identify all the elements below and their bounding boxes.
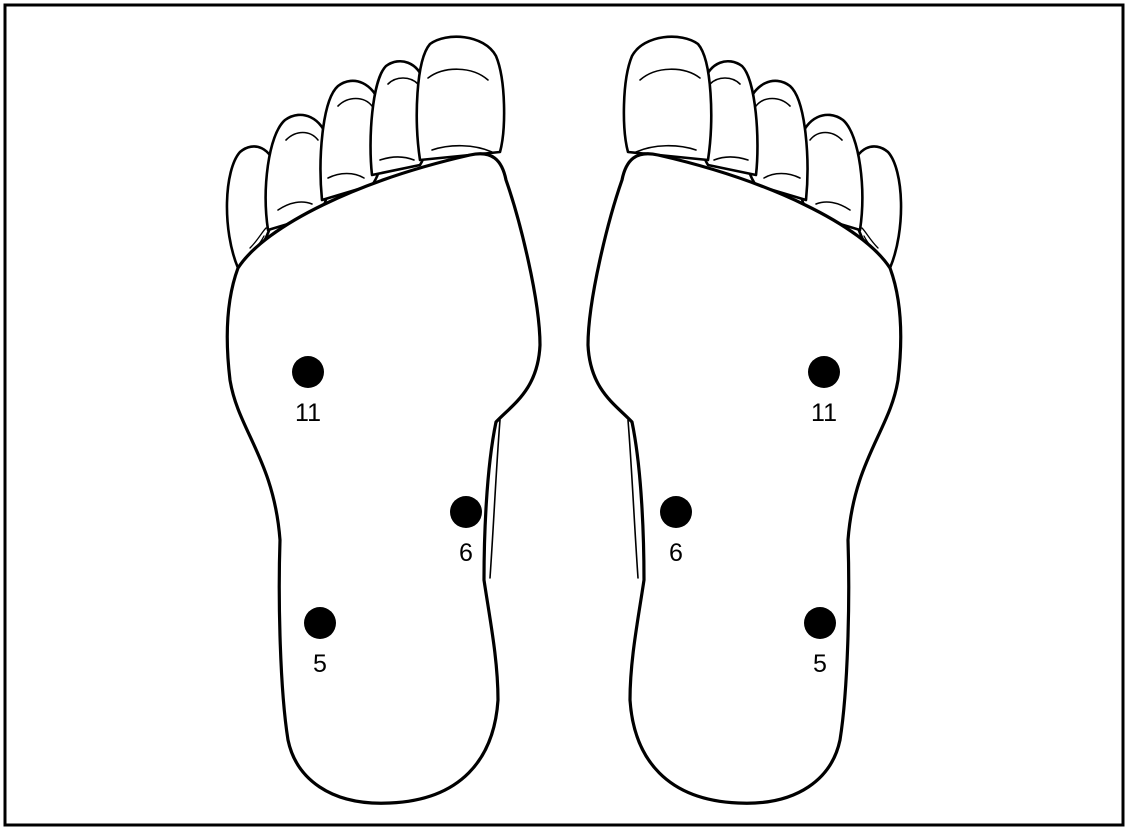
right-big-toe: [624, 37, 711, 160]
right-foot: [588, 37, 901, 804]
diagram-frame: [5, 5, 1123, 825]
right-point-5: [804, 607, 836, 639]
left-point-11-label: 11: [295, 399, 321, 427]
left-point-5: [304, 607, 336, 639]
left-sole: [227, 154, 540, 803]
right-point-6-label: 6: [669, 539, 683, 567]
right-point-6: [660, 496, 692, 528]
right-point-5-label: 5: [813, 650, 827, 678]
left-foot: 11 6 5: [227, 37, 540, 804]
left-point-6-label: 6: [459, 539, 473, 567]
left-point-5-label: 5: [313, 650, 327, 678]
left-point-6: [450, 496, 482, 528]
left-point-11: [292, 356, 324, 388]
right-sole: [588, 154, 901, 803]
left-big-toe: [417, 37, 504, 160]
right-point-11-label: 11: [811, 399, 837, 427]
right-point-11: [808, 356, 840, 388]
